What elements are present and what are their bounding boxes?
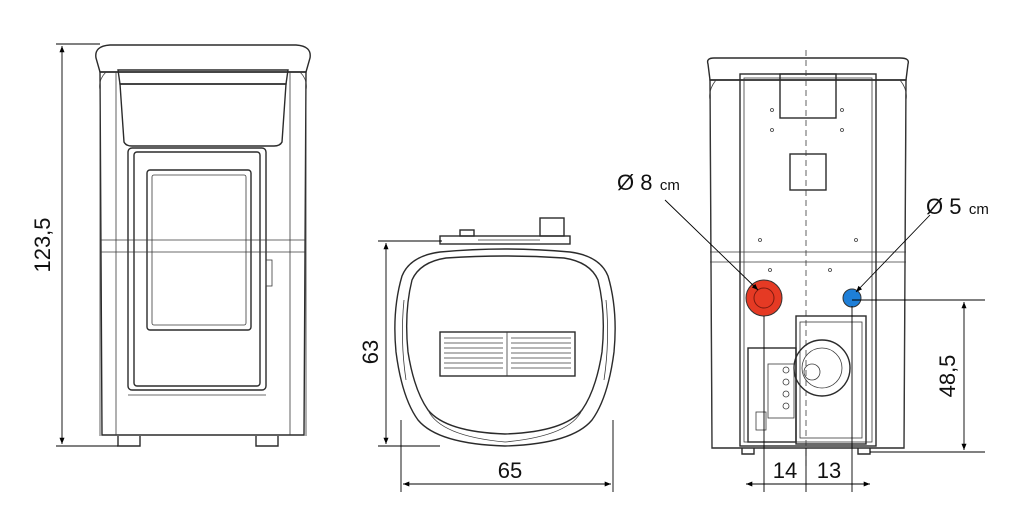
flue-outlet: Ø 8 cm [617, 170, 783, 317]
flue-diameter-label: Ø 8 cm [617, 170, 680, 195]
rear-offset-right-label: 13 [817, 458, 841, 483]
top-width-label: 65 [498, 458, 522, 483]
rear-outlet-height-label: 48,5 [935, 355, 960, 398]
rear-view [706, 50, 910, 470]
side-depth-label: 63 [358, 340, 383, 364]
rear-screws [758, 108, 858, 272]
rear-offset-left-label: 14 [773, 458, 797, 483]
air-intake: Ø 5 cm [842, 194, 989, 308]
air-intake-pipe-icon [842, 288, 862, 308]
flue-pipe-icon [745, 279, 783, 317]
front-view [95, 44, 311, 447]
top-width-dimension: 65 [400, 420, 614, 492]
top-view [394, 217, 616, 447]
grille-slots [444, 337, 571, 369]
terminal-block [782, 366, 790, 410]
side-depth-dimension: 63 [358, 240, 442, 447]
rear-offset-dimensions: 14 13 [746, 306, 870, 492]
air-intake-diameter-label: Ø 5 cm [926, 194, 989, 219]
front-height-dimension: 123,5 [30, 43, 118, 447]
rear-outlet-height-dimension: 48,5 [852, 299, 985, 453]
front-height-label: 123,5 [30, 217, 55, 272]
